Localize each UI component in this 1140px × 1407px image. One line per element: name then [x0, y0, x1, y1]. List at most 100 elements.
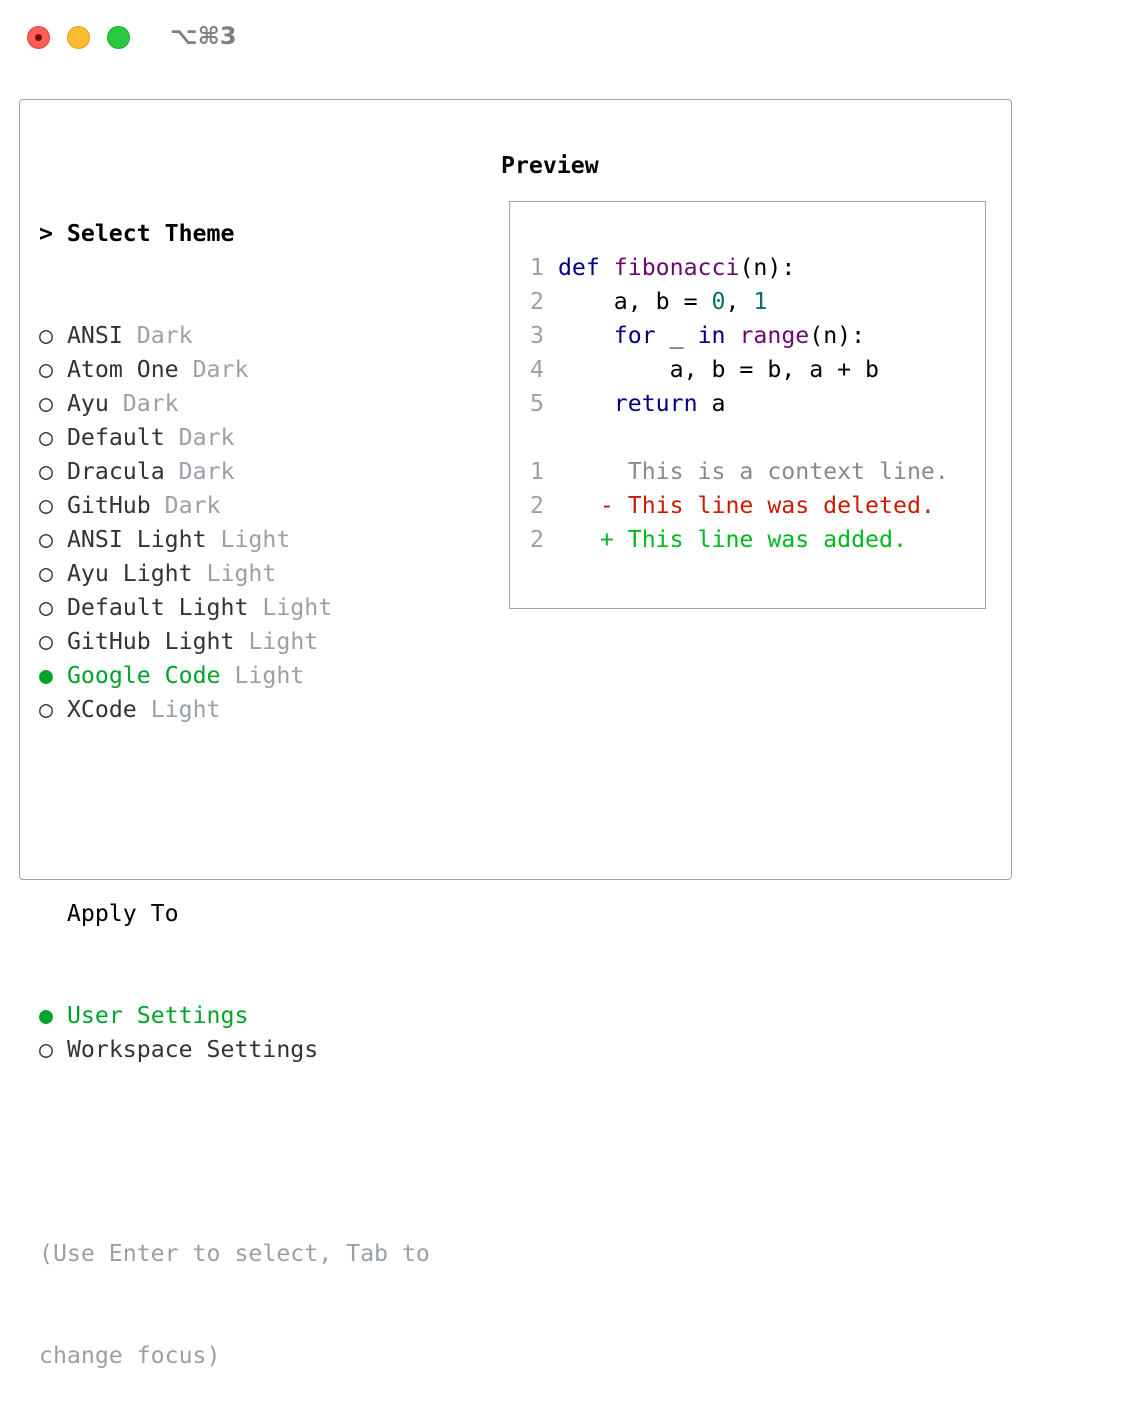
theme-type: Dark: [164, 492, 221, 519]
theme-name: Dracula: [66, 458, 165, 485]
theme-selector: > Select Theme ○ ANSI Dark○ Atom One Dar…: [39, 149, 430, 1407]
theme-type: Light: [262, 594, 333, 621]
code-token: _: [655, 322, 698, 349]
theme-name: Ayu: [66, 390, 109, 417]
code-token: a, b = b, a + b: [557, 356, 880, 383]
code-token: ,: [725, 288, 754, 315]
code-preview: 1 def fibonacci(n): 2 a, b = 0, 1 3 for _ …: [530, 251, 949, 557]
minimize-button[interactable]: [67, 26, 90, 49]
theme-name: GitHub Light: [66, 628, 235, 655]
code-token-kw: return: [613, 390, 698, 417]
theme-name: ANSI Light: [66, 526, 207, 553]
theme-type: Dark: [136, 322, 193, 349]
line-number: 4: [530, 356, 544, 383]
diff-line-add: 2 + This line was added.: [530, 523, 949, 557]
radio-unselected-icon: ○: [39, 322, 53, 349]
theme-option-ansi-light[interactable]: ○ ANSI Light Light: [39, 523, 430, 557]
theme-type: Dark: [178, 424, 235, 451]
hint-line-1: (Use Enter to select, Tab to: [39, 1240, 430, 1267]
theme-option-ayu-light[interactable]: ○ Ayu Light Light: [39, 557, 430, 591]
apply-option-label: User Settings: [66, 1002, 249, 1029]
radio-unselected-icon: ○: [39, 390, 53, 417]
window-shortcut: ⌥⌘3: [170, 22, 237, 50]
code-token: [600, 254, 614, 281]
apply-option-user-settings[interactable]: ● User Settings: [39, 999, 430, 1033]
code-line: 3 for _ in range(n):: [530, 319, 949, 353]
radio-unselected-icon: ○: [39, 458, 53, 485]
code-token: [725, 322, 739, 349]
theme-option-atom-one[interactable]: ○ Atom One Dark: [39, 353, 430, 387]
blank-line: [530, 421, 949, 455]
line-number: 3: [530, 322, 544, 349]
radio-unselected-icon: ○: [39, 1036, 53, 1063]
code-token: a: [697, 390, 726, 417]
theme-option-ansi[interactable]: ○ ANSI Dark: [39, 319, 430, 353]
theme-name: GitHub: [66, 492, 151, 519]
code-token-kw: for: [613, 322, 656, 349]
select-theme-heading: > Select Theme: [39, 220, 235, 247]
code-line: 1 def fibonacci(n):: [530, 251, 949, 285]
radio-unselected-icon: ○: [39, 696, 53, 723]
theme-name: Atom One: [66, 356, 179, 383]
diff-text: This is a context line.: [557, 458, 949, 485]
diff-text: - This line was deleted.: [557, 492, 935, 519]
line-number: 1: [530, 458, 544, 485]
theme-option-dracula[interactable]: ○ Dracula Dark: [39, 455, 430, 489]
line-number: 2: [530, 288, 544, 315]
theme-option-github-light[interactable]: ○ GitHub Light Light: [39, 625, 430, 659]
line-number: 1: [530, 254, 544, 281]
code-token-num: 1: [753, 288, 768, 315]
radio-unselected-icon: ○: [39, 594, 53, 621]
theme-type: Light: [220, 526, 291, 553]
theme-name: Default: [66, 424, 165, 451]
diff-line-del: 2 - This line was deleted.: [530, 489, 949, 523]
theme-type: Dark: [122, 390, 179, 417]
preview-title: Preview: [501, 152, 599, 179]
close-button[interactable]: [27, 26, 50, 49]
theme-name: ANSI: [66, 322, 123, 349]
theme-name: Google Code: [66, 662, 221, 689]
apply-option-label: Workspace Settings: [66, 1036, 319, 1063]
theme-type: Dark: [192, 356, 249, 383]
code-token: [558, 390, 614, 417]
theme-type: Light: [206, 560, 277, 587]
radio-unselected-icon: ○: [39, 628, 53, 655]
hint-line-2: change focus): [39, 1342, 221, 1369]
theme-option-google-code[interactable]: ● Google Code Light: [39, 659, 430, 693]
code-token: [558, 322, 614, 349]
code-token-num: 0: [711, 288, 726, 315]
radio-unselected-icon: ○: [39, 356, 53, 383]
line-number: 2: [530, 492, 544, 519]
preview-box: 1 def fibonacci(n): 2 a, b = 0, 1 3 for _ …: [509, 201, 986, 609]
radio-unselected-icon: ○: [39, 560, 53, 587]
line-number: 5: [530, 390, 544, 417]
radio-unselected-icon: ○: [39, 424, 53, 451]
theme-option-ayu[interactable]: ○ Ayu Dark: [39, 387, 430, 421]
code-token: a, b =: [557, 288, 712, 315]
theme-option-default-light[interactable]: ○ Default Light Light: [39, 591, 430, 625]
radio-unselected-icon: ○: [39, 492, 53, 519]
theme-option-github[interactable]: ○ GitHub Dark: [39, 489, 430, 523]
theme-name: Ayu Light: [66, 560, 193, 587]
theme-type: Light: [248, 628, 319, 655]
code-token: (n):: [739, 254, 796, 281]
theme-name: XCode: [66, 696, 137, 723]
radio-selected-icon: ●: [39, 1002, 53, 1029]
apply-to-label: Apply To: [66, 900, 179, 927]
theme-type: Light: [234, 662, 305, 689]
theme-type: Light: [150, 696, 221, 723]
theme-dialog: [19, 99, 1012, 880]
line-number: 2: [530, 526, 544, 553]
apply-option-workspace-settings[interactable]: ○ Workspace Settings: [39, 1033, 430, 1067]
diff-line-ctx: 1 This is a context line.: [530, 455, 949, 489]
zoom-button[interactable]: [107, 26, 130, 49]
code-line: 4 a, b = b, a + b: [530, 353, 949, 387]
theme-type: Dark: [178, 458, 235, 485]
radio-unselected-icon: ○: [39, 526, 53, 553]
diff-text: + This line was added.: [557, 526, 907, 553]
code-token-kw: def: [557, 254, 600, 281]
code-token-fn: fibonacci: [613, 254, 740, 281]
radio-selected-icon: ●: [39, 662, 53, 689]
theme-option-default[interactable]: ○ Default Dark: [39, 421, 430, 455]
theme-option-xcode[interactable]: ○ XCode Light: [39, 693, 430, 727]
